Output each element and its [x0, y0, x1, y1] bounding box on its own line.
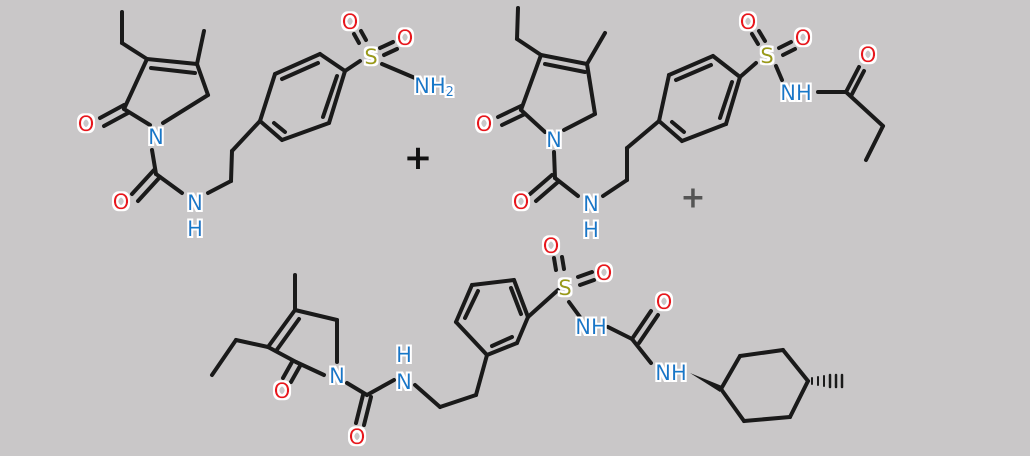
- sulfonylurea-nh-label: NH: [575, 315, 607, 339]
- hydrogen-urea-label: H: [583, 218, 599, 242]
- atom-labels-molecule-1: O N O N H S O O NH2: [78, 10, 454, 241]
- molecule-sulfonamide-intermediate: O N O N H S O O NH2: [78, 10, 454, 241]
- sulfonamide-nh-label: NH: [780, 81, 812, 105]
- hydrogen-urea-label: H: [187, 217, 203, 241]
- sulfur-label: S: [364, 45, 377, 69]
- oxygen-urea-2-label: O: [656, 290, 673, 314]
- oxygen-lactam-label: O: [476, 112, 493, 136]
- cyclohexyl-nh-label: NH: [655, 361, 687, 385]
- oxygen-urea-label: O: [113, 190, 130, 214]
- nitrogen-urea-label: N: [396, 370, 412, 394]
- nitrogen-ring-label: N: [148, 125, 164, 149]
- atom-labels-molecule-3: O N O H N S O O NH O NH: [274, 234, 687, 449]
- sulfur-label: S: [760, 44, 773, 68]
- oxygen-urea-label: O: [349, 425, 366, 449]
- amine-nh2-label: NH2: [414, 74, 454, 100]
- bonds-molecule-2: [496, 6, 885, 203]
- bonds-molecule-1: [98, 10, 417, 203]
- nitrogen-urea-label: N: [583, 192, 599, 216]
- nitrogen-ring-label: N: [329, 364, 345, 388]
- sulfur-label: S: [558, 276, 571, 300]
- oxygen-sulfonyl-1-label: O: [740, 10, 757, 34]
- nitrogen-urea-label: N: [187, 191, 203, 215]
- bonds-molecule-3: [210, 255, 844, 427]
- molecule-meta-glimepiride-isomer: O N O H N S O O NH O NH: [210, 234, 844, 449]
- oxygen-lactam-label: O: [78, 112, 95, 136]
- atom-labels-molecule-2: O N O N H S O O NH O: [476, 10, 877, 242]
- plus-operator-1: +: [404, 138, 433, 178]
- oxygen-sulfonyl-1-label: O: [342, 10, 359, 34]
- molecule-propionyl-sulfonamide: O N O N H S O O NH O: [476, 6, 885, 242]
- oxygen-sulfonyl-2-label: O: [795, 26, 812, 50]
- nitrogen-ring-label: N: [546, 128, 562, 152]
- oxygen-urea-label: O: [513, 190, 530, 214]
- oxygen-sulfonyl-2-label: O: [596, 261, 613, 285]
- oxygen-acyl-label: O: [860, 43, 877, 67]
- plus-operator-2: +: [680, 181, 705, 216]
- hydrogen-urea-label: H: [396, 343, 412, 367]
- oxygen-sulfonyl-1-label: O: [543, 234, 560, 258]
- oxygen-sulfonyl-2-label: O: [397, 26, 414, 50]
- oxygen-lactam-label: O: [274, 379, 291, 403]
